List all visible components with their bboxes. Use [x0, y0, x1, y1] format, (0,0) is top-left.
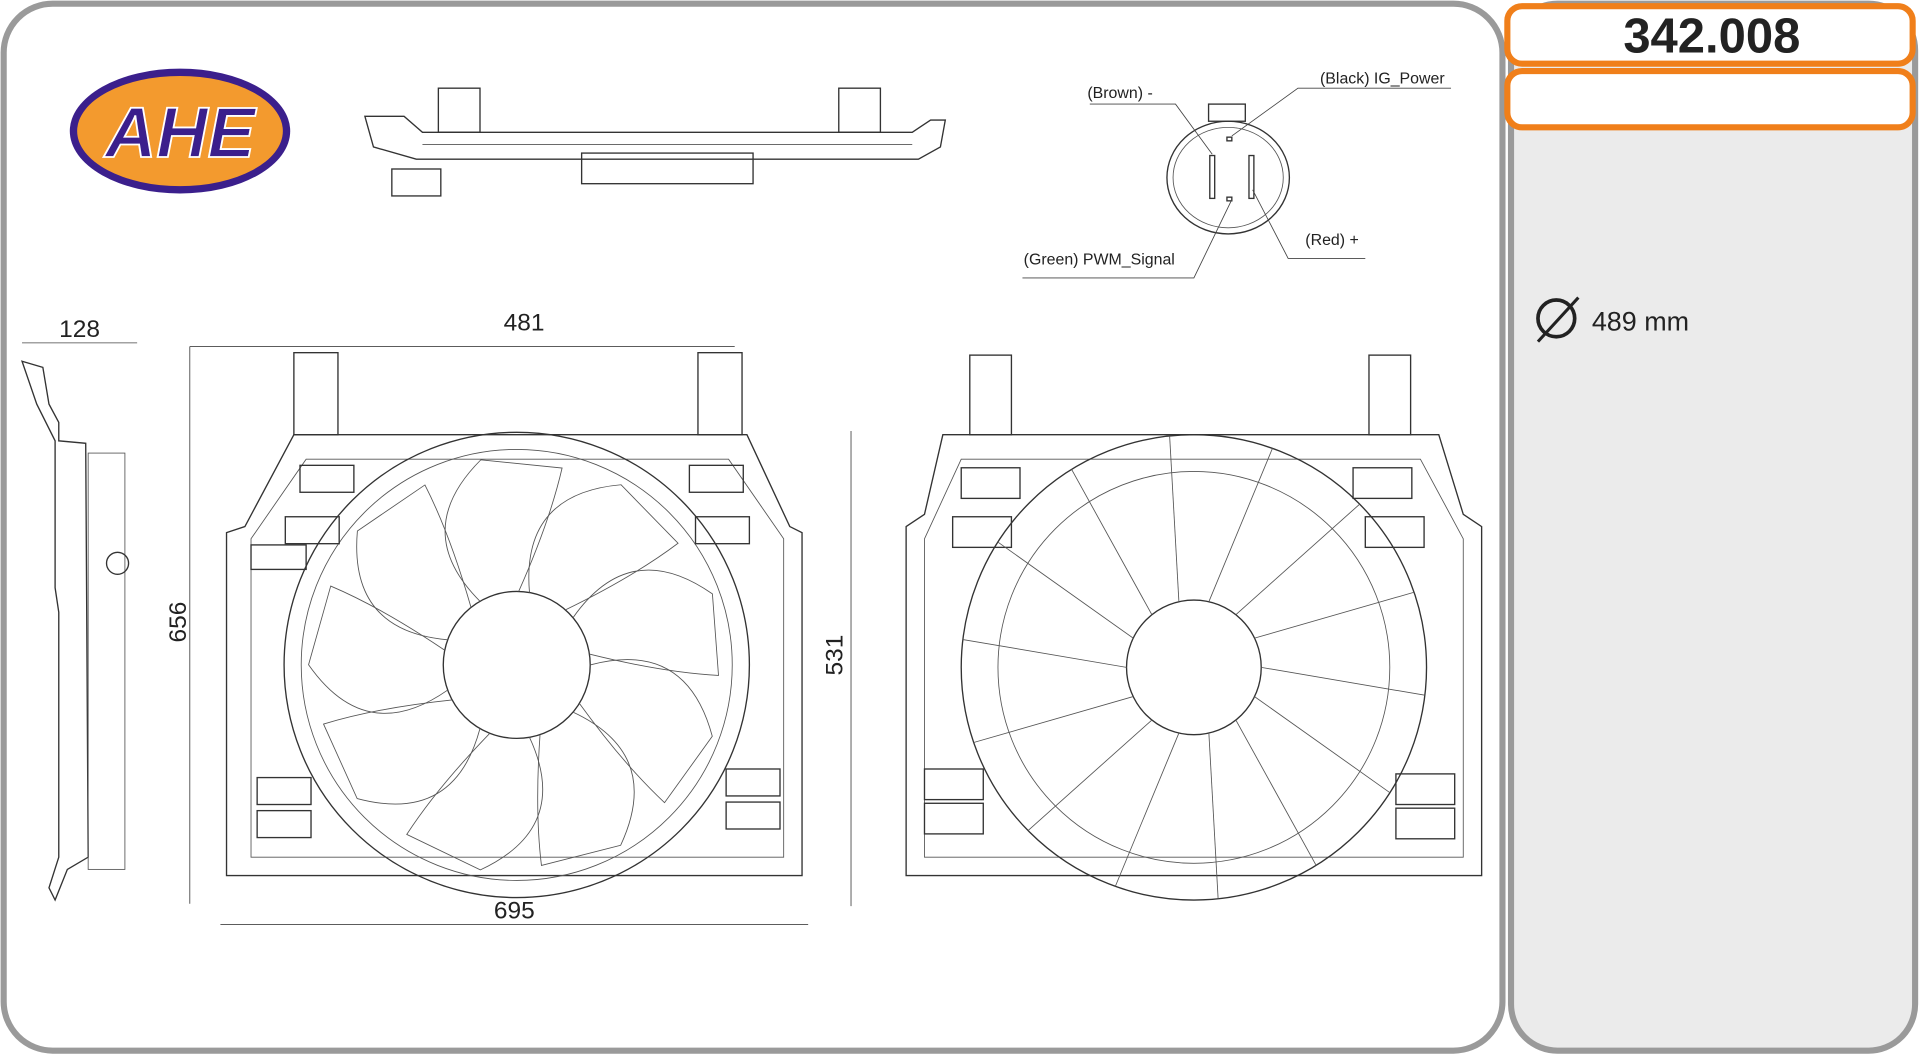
dim-height-total: 656 [165, 602, 192, 643]
part-number: 342.008 [1623, 10, 1800, 64]
label-green: (Green) PWM_Signal [1024, 252, 1175, 269]
label-red: (Red) + [1305, 232, 1358, 249]
motor-spoke [1261, 666, 1425, 696]
dim-width-top: 481 [504, 310, 545, 337]
fan-blade [308, 585, 448, 714]
motor-spoke [1235, 719, 1317, 866]
fan-blade [406, 732, 544, 871]
label-brown: (Brown) - [1087, 85, 1152, 102]
fan-blade [579, 659, 713, 804]
motor-spoke [1208, 733, 1219, 899]
motor-spoke [1114, 732, 1180, 887]
fan-blade [572, 569, 719, 676]
dim-depth: 128 [59, 316, 100, 343]
dim-height-shroud: 531 [821, 635, 848, 676]
part-number-box [1504, 3, 1916, 67]
motor-spoke [1169, 435, 1180, 602]
motor-spoke [1208, 448, 1273, 602]
fan-blade [322, 699, 481, 805]
dimension-lines [22, 342, 852, 925]
fan-blade [528, 484, 679, 611]
diameter-icon [1536, 296, 1580, 343]
motor-spoke [962, 639, 1127, 668]
motor-spoke [997, 541, 1134, 639]
rear-view [905, 354, 1483, 901]
motor-spoke [1071, 469, 1153, 615]
motor-spoke [1027, 719, 1153, 831]
ahe-logo: AHE [69, 68, 291, 194]
fan-blade [537, 711, 635, 866]
dim-width-bottom: 695 [494, 897, 535, 924]
motor-spoke [1254, 591, 1415, 639]
motor-spoke [1235, 503, 1360, 616]
label-black: (Black) IG_Power [1320, 70, 1445, 87]
front-view [225, 352, 803, 899]
drawing-panel [0, 0, 1506, 1054]
logo-text: AHE [103, 94, 258, 173]
top-view [364, 87, 947, 197]
fan-blade [444, 459, 563, 602]
diameter-value: 489 mm [1592, 307, 1689, 337]
motor-spoke [973, 696, 1134, 743]
fan-blade [356, 484, 472, 641]
connector-diagram [1022, 87, 1452, 279]
side-view [20, 360, 130, 902]
motor-spoke [1254, 696, 1391, 794]
info-panel [1507, 0, 1919, 1054]
secondary-box [1504, 67, 1916, 131]
